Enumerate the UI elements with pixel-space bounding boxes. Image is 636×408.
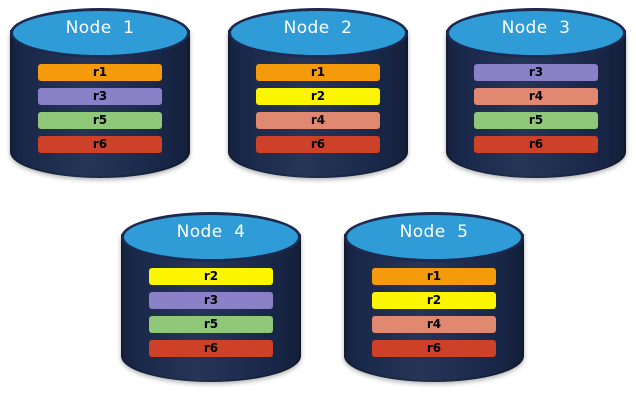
replica-bar-r6[interactable]: r6 [149,340,273,357]
node-top-ellipse [228,8,408,58]
node-title: Node 1 [65,18,135,38]
node-cylinder-3[interactable]: Node 3 r3 r4 r5 r6 [446,8,626,190]
replica-bar-r6[interactable]: r6 [474,136,598,153]
replica-bar-list: r1 r3 r5 r6 [38,64,162,153]
replica-bar-r4[interactable]: r4 [474,88,598,105]
replica-bar-r2[interactable]: r2 [256,88,380,105]
replica-bar-r3[interactable]: r3 [474,64,598,81]
replica-bar-r4[interactable]: r4 [256,112,380,129]
node-title: Node 2 [283,18,353,38]
node-cylinder-4[interactable]: Node 4 r2 r3 r5 r6 [121,212,301,394]
node-top-ellipse [446,8,626,58]
replica-bar-r5[interactable]: r5 [474,112,598,129]
replica-bar-r5[interactable]: r5 [38,112,162,129]
replica-bar-r6[interactable]: r6 [38,136,162,153]
replica-bar-r6[interactable]: r6 [256,136,380,153]
replica-bar-r1[interactable]: r1 [372,268,496,285]
node-top-ellipse [121,212,301,262]
node-cylinder-1[interactable]: Node 1 r1 r3 r5 r6 [10,8,190,190]
node-title: Node 5 [399,222,469,242]
replica-bar-r2[interactable]: r2 [372,292,496,309]
node-top-ellipse [344,212,524,262]
node-cylinder-2[interactable]: Node 2 r1 r2 r4 r6 [228,8,408,190]
replica-bar-r1[interactable]: r1 [38,64,162,81]
replica-bar-r2[interactable]: r2 [149,268,273,285]
node-title: Node 3 [501,18,571,38]
replica-bar-r6[interactable]: r6 [372,340,496,357]
node-top-ellipse [10,8,190,58]
replica-bar-r4[interactable]: r4 [372,316,496,333]
replica-bar-list: r2 r3 r5 r6 [149,268,273,357]
replica-bar-r3[interactable]: r3 [38,88,162,105]
node-title: Node 4 [176,222,246,242]
replica-bar-r3[interactable]: r3 [149,292,273,309]
replica-bar-list: r3 r4 r5 r6 [474,64,598,153]
replica-bar-r5[interactable]: r5 [149,316,273,333]
node-cylinder-5[interactable]: Node 5 r1 r2 r4 r6 [344,212,524,394]
replica-bar-list: r1 r2 r4 r6 [256,64,380,153]
replica-bar-r1[interactable]: r1 [256,64,380,81]
replica-bar-list: r1 r2 r4 r6 [372,268,496,357]
